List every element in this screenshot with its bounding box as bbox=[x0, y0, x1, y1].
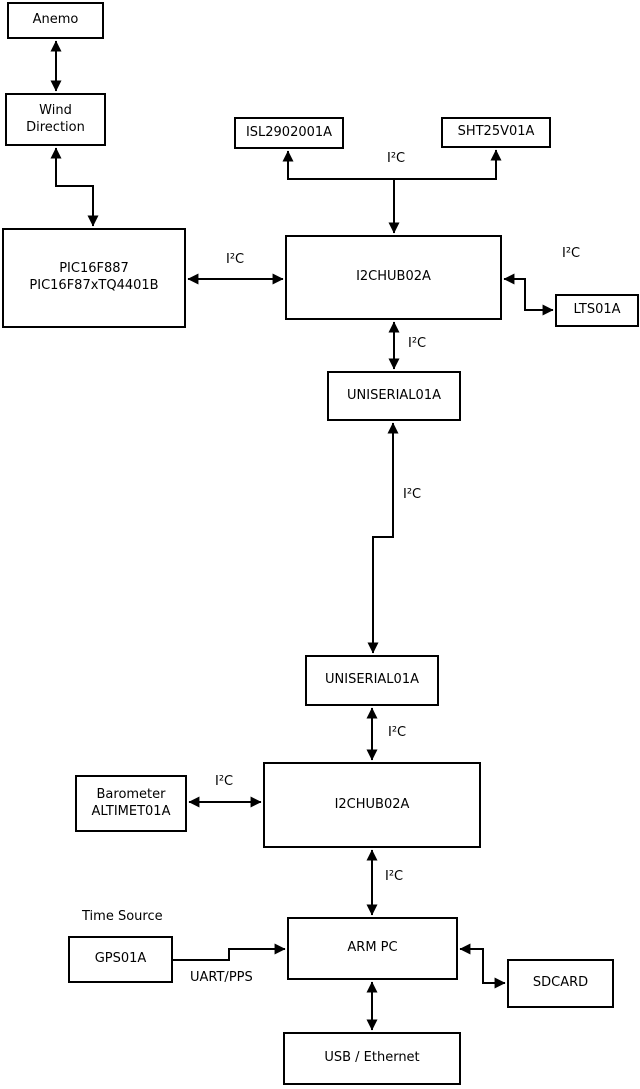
edge-label-i2c-uniserial-link: I²C bbox=[403, 487, 422, 502]
connector-uniserial1-uniserial2 bbox=[367, 422, 399, 654]
node-gps: GPS01A bbox=[68, 936, 173, 983]
node-barometer: Barometer ALTIMET01A bbox=[75, 775, 187, 832]
connector-hub1-lts bbox=[503, 273, 554, 316]
edge-label-time-source: Time Source bbox=[82, 909, 163, 924]
node-pic-microcontroller: PIC16F887 PIC16F87xTQ4401B bbox=[2, 228, 186, 328]
node-i2c-hub-1: I2CHUB02A bbox=[285, 235, 502, 320]
edge-label-uart-pps: UART/PPS bbox=[190, 970, 253, 985]
edge-label-i2c-top-bus: I²C bbox=[387, 151, 406, 166]
node-wind-direction: Wind Direction bbox=[5, 93, 106, 146]
edge-label-i2c-uniserial-hub2: I²C bbox=[388, 725, 407, 740]
node-anemometer: Anemo bbox=[7, 2, 104, 39]
node-sht-sensor: SHT25V01A bbox=[441, 117, 551, 148]
node-i2c-hub-2: I2CHUB02A bbox=[263, 762, 481, 848]
node-arm-pc: ARM PC bbox=[287, 917, 458, 980]
connector-gps-armpc bbox=[173, 943, 286, 961]
connector-wind-pic bbox=[50, 147, 99, 227]
node-usb-ethernet: USB / Ethernet bbox=[283, 1032, 461, 1085]
edge-label-i2c-pic-hub1: I²C bbox=[226, 252, 245, 267]
edge-label-i2c-hub1-lts: I²C bbox=[562, 246, 581, 261]
node-uniserial-2: UNISERIAL01A bbox=[305, 655, 439, 706]
node-sdcard: SDCARD bbox=[507, 959, 614, 1008]
connector-armpc-sdcard bbox=[459, 943, 506, 989]
edge-label-i2c-hub2-armpc: I²C bbox=[385, 869, 404, 884]
node-uniserial-1: UNISERIAL01A bbox=[327, 371, 461, 421]
edge-label-i2c-barometer-hub2: I²C bbox=[215, 774, 234, 789]
node-lts-sensor: LTS01A bbox=[555, 294, 639, 327]
connector-isl-sht-bus bbox=[282, 149, 502, 180]
edge-label-i2c-hub1-uniserial: I²C bbox=[408, 336, 427, 351]
node-isl-sensor: ISL2902001A bbox=[234, 117, 344, 149]
